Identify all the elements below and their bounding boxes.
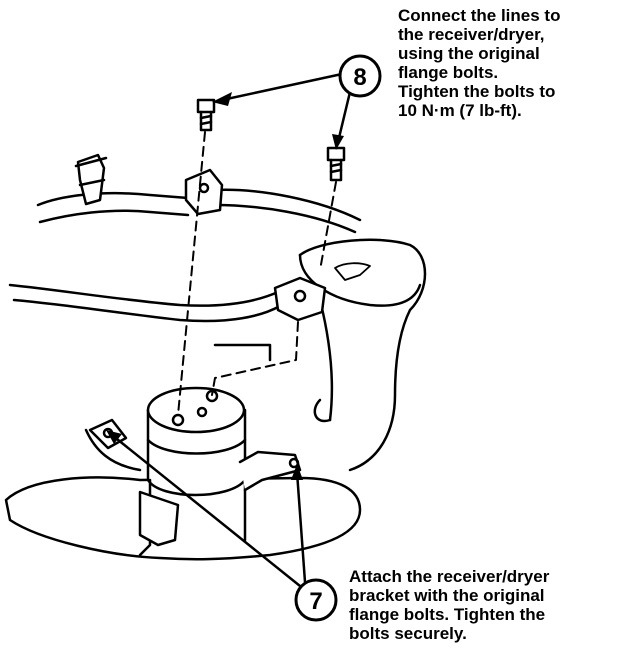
upper-line-right-b [213,203,357,234]
bracket-tab-left [88,418,128,450]
connector-left [76,153,106,206]
note-top-line: the receiver/dryer, [398,25,545,44]
bracket-plate-edge [84,428,142,472]
callout-8-label: 8 [353,64,366,91]
bracket-strap [138,490,180,547]
align-line-right [319,181,337,271]
note-bottom-line: flange bolts. Tighten the [349,605,546,624]
note-top-line: Connect the lines to [398,6,561,25]
arrow-7-left [106,430,122,444]
instruction-note-top: Connect the lines to the receiver/dryer,… [398,6,560,120]
arrow-8-left [212,92,232,106]
upper-line [36,191,190,207]
duct [298,238,427,472]
note-bottom-line: Attach the receiver/dryer [349,567,550,586]
instruction-note-bottom: Attach the receiver/dryer bracket with t… [349,567,549,643]
leader-7-right [295,470,307,584]
callout-7-label: 7 [309,588,322,615]
upper-line-b [38,209,190,224]
dryer-band [146,438,247,455]
flange-bolt-left [196,98,216,132]
dryer-top [146,386,246,434]
leader-7-left [110,433,307,592]
duct-opening [334,262,371,281]
lower-line [8,283,280,307]
arrow-8-right [332,134,344,150]
lower-flange [273,276,327,322]
flange-bolt-right [326,146,346,182]
leader-8-left [220,72,344,102]
dryer-pipe [213,343,272,362]
duct-inner [318,298,334,422]
upper-line-right [213,188,362,222]
callout-7-circle [294,578,338,622]
note-bottom-line: bolts securely. [349,624,467,643]
note-top-line: flange bolts. [398,63,499,82]
note-top-line: Tighten the bolts to [398,82,556,101]
duct-bulge [313,398,332,423]
callout-8-circle [338,54,382,98]
note-top-line: using the original [398,44,540,63]
lower-line-b [12,298,282,323]
note-bottom-line: bracket with the original [349,586,545,605]
bracket-plate [4,476,362,561]
align-line-left [177,131,206,416]
arrow-7-right [291,464,303,480]
note-top-line: 10 N·m (7 lb-ft). [398,101,522,120]
leader-8-right [336,90,352,144]
align-line-right-2 [211,321,299,396]
duct-rim [298,253,422,307]
